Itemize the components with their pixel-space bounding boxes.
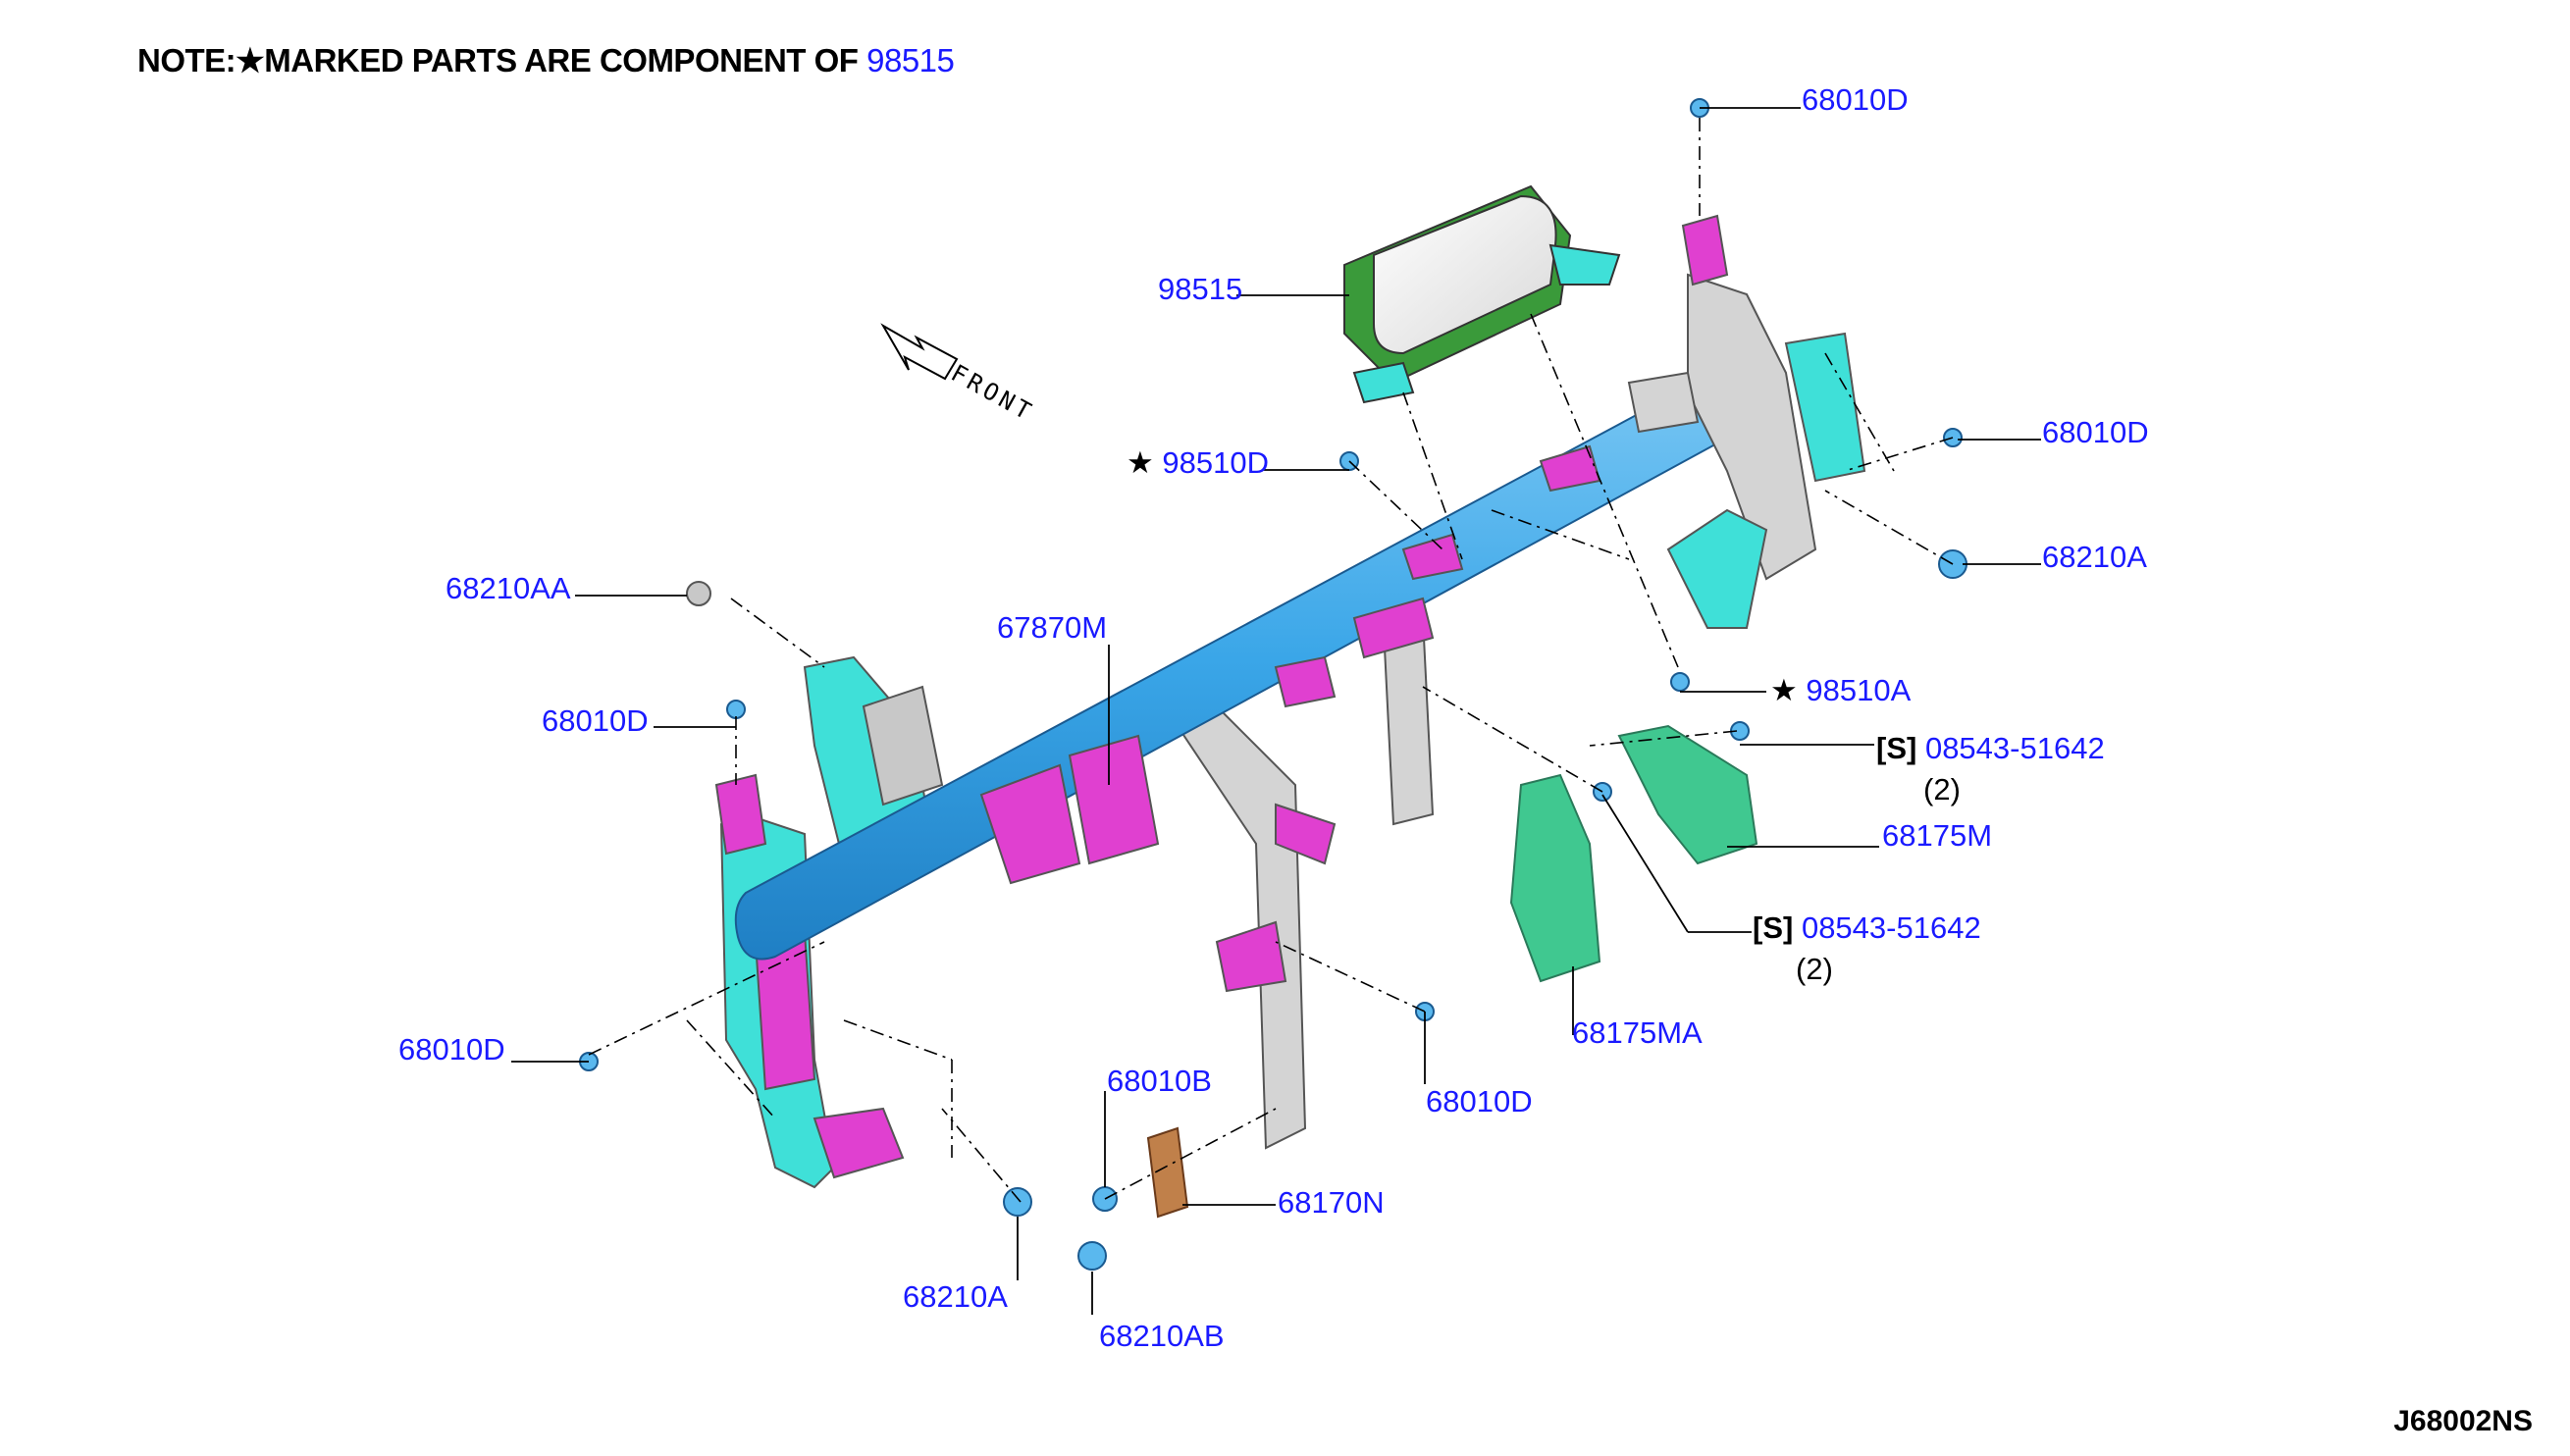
airbag-module — [1343, 184, 1621, 404]
diagram-code: J68002NS — [2393, 1405, 2533, 1437]
part-label-98510a[interactable]: ★ 98510A — [1770, 675, 1911, 705]
part-label-98510d[interactable]: ★ 98510D — [1127, 447, 1269, 478]
s-mark: [S] — [1876, 731, 1917, 765]
bracket-68170n — [1146, 1126, 1189, 1219]
part-label-68010d-right[interactable]: 68010D — [2042, 415, 2149, 449]
part-label-68010b[interactable]: 68010B — [1107, 1064, 1212, 1098]
fasteners — [579, 98, 1967, 1271]
part-number: 98510A — [1806, 673, 1912, 707]
part-number: 98510D — [1162, 445, 1270, 480]
note-body: MARKED PARTS ARE COMPONENT OF — [264, 42, 859, 78]
part-label-68010d-left[interactable]: 68010D — [542, 703, 649, 738]
right-side-bracket — [1627, 214, 1866, 629]
quantity-label: (2) — [1796, 952, 1833, 986]
part-number: 08543-51642 — [1801, 910, 1981, 945]
part-label-98515[interactable]: 98515 — [1158, 272, 1243, 306]
part-label-68010d-bottom-left[interactable]: 68010D — [398, 1032, 505, 1066]
star-icon: ★ — [1127, 445, 1154, 480]
bracket-68175ma — [1509, 773, 1601, 983]
part-number: 08543-51642 — [1924, 731, 2105, 765]
part-label-68175ma[interactable]: 68175MA — [1572, 1015, 1703, 1050]
part-label-68210a-bottom[interactable]: 68210A — [903, 1279, 1008, 1314]
part-label-68175m[interactable]: 68175M — [1882, 818, 1993, 853]
part-label-08543-51642-a[interactable]: [S] 08543-51642 — [1876, 733, 2105, 763]
s-mark: [S] — [1753, 910, 1794, 945]
note-text: NOTE:★MARKED PARTS ARE COMPONENT OF 9851… — [137, 41, 955, 79]
part-label-68210aa[interactable]: 68210AA — [446, 571, 571, 605]
quantity-label: (2) — [1923, 772, 1961, 806]
bracket-68175m — [1617, 724, 1758, 865]
part-label-68010d-top[interactable]: 68010D — [1802, 82, 1909, 117]
leader-lines — [511, 107, 2041, 1315]
front-arrow-icon — [880, 323, 959, 381]
assembly-lines — [588, 118, 1954, 1203]
star-icon: ★ — [236, 42, 265, 78]
part-label-08543-51642-b[interactable]: [S] 08543-51642 — [1753, 912, 1981, 943]
part-label-68170n[interactable]: 68170N — [1278, 1185, 1385, 1220]
part-label-68210ab[interactable]: 68210AB — [1099, 1319, 1225, 1353]
star-icon: ★ — [1770, 673, 1798, 707]
note-prefix: NOTE: — [137, 42, 236, 78]
part-label-68010d-bottom-mid[interactable]: 68010D — [1426, 1084, 1533, 1118]
part-label-68210a-right[interactable]: 68210A — [2042, 540, 2147, 574]
part-label-67870m[interactable]: 67870M — [997, 610, 1108, 645]
note-ref-link[interactable]: 98515 — [866, 42, 955, 78]
